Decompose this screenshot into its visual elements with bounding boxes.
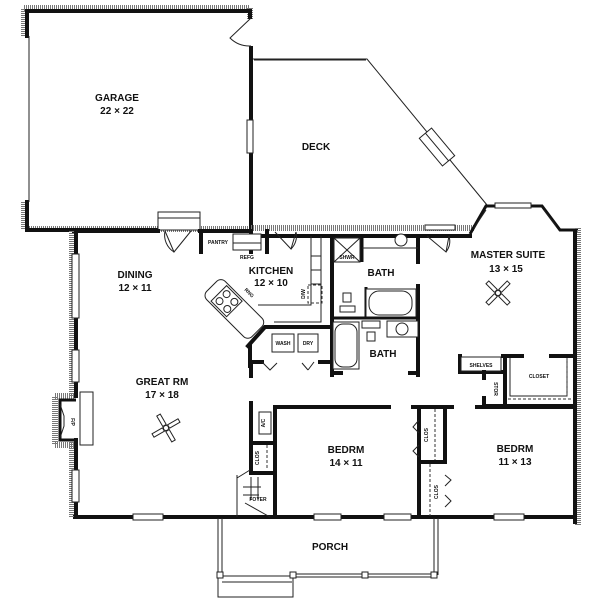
range bbox=[210, 284, 243, 318]
master-deck-door[interactable] bbox=[426, 235, 450, 253]
hall-sink bbox=[395, 322, 409, 336]
kitchen-label: KITCHEN bbox=[249, 266, 293, 277]
porch-post bbox=[430, 571, 438, 579]
kitchen-size: 12 × 10 bbox=[254, 278, 288, 289]
master-closets: SHELVES STOR CLOSET bbox=[458, 354, 577, 408]
dining-size: 12 × 11 bbox=[118, 283, 152, 294]
closet-label: CLOSET bbox=[529, 374, 549, 380]
dishwasher bbox=[307, 284, 323, 304]
bedrm1-size: 14 × 11 bbox=[329, 458, 363, 469]
great-rm-window-bottom bbox=[132, 513, 164, 521]
great-rm-label: GREAT RM bbox=[136, 377, 189, 388]
bedrm1-window-2 bbox=[383, 513, 412, 521]
master-suite-size: 13 × 15 bbox=[489, 264, 523, 275]
pantry-area: PANTRY REFG bbox=[199, 229, 269, 261]
great-rm-size: 17 × 18 bbox=[145, 390, 179, 401]
pantry-label: PANTRY bbox=[208, 240, 229, 246]
bedrm1-label: BEDRM bbox=[328, 445, 365, 456]
bath-window-top bbox=[424, 224, 456, 231]
interior-walls: A/C CLOS FOYER CLOS CLOS bbox=[236, 360, 577, 519]
porch-label: PORCH bbox=[312, 542, 348, 553]
fireplace: F/P bbox=[52, 391, 94, 448]
shwr-label: SHWR bbox=[339, 255, 355, 261]
ceiling-fan-icon bbox=[485, 280, 511, 306]
bath-hall-label: BATH bbox=[369, 349, 396, 360]
bedrm2-label: BEDRM bbox=[497, 444, 534, 455]
shelves-label: SHELVES bbox=[470, 363, 494, 369]
washer bbox=[271, 333, 295, 353]
toilet-tank bbox=[339, 305, 356, 313]
dry-label: DRY bbox=[303, 341, 314, 347]
bath-master: SHWR bbox=[330, 233, 420, 377]
front-door[interactable] bbox=[244, 502, 271, 518]
garage-step bbox=[157, 211, 201, 231]
clos-bed1-label: CLOS bbox=[424, 427, 430, 442]
garage-label: GARAGE bbox=[95, 93, 139, 104]
dryer bbox=[297, 333, 319, 353]
fp-label: F/P bbox=[69, 418, 75, 426]
laundry: WASH DRY bbox=[248, 333, 332, 371]
rng-label: RNG bbox=[243, 287, 255, 299]
hall-toilet-tank bbox=[361, 320, 381, 329]
bath-master-label: BATH bbox=[367, 268, 394, 279]
garage-window bbox=[246, 119, 254, 154]
exterior-walls bbox=[69, 202, 581, 526]
bedrm1-window-1 bbox=[313, 513, 342, 521]
master-suite-label: MASTER SUITE bbox=[471, 250, 546, 261]
ac-unit bbox=[258, 411, 272, 435]
bath-hall bbox=[330, 320, 420, 375]
dining-label: DINING bbox=[118, 270, 153, 281]
bedrm2-size: 11 × 13 bbox=[498, 457, 532, 468]
clos-bed2-label: CLOS bbox=[434, 484, 440, 499]
ceiling-fan-icon bbox=[151, 413, 181, 443]
great-rm-window-1 bbox=[71, 349, 80, 383]
refrigerator bbox=[232, 233, 262, 251]
toilet bbox=[342, 292, 352, 303]
foyer-label: FOYER bbox=[249, 497, 267, 503]
hall-toilet bbox=[366, 331, 376, 342]
deck bbox=[251, 58, 488, 231]
porch-post bbox=[361, 571, 369, 579]
garage bbox=[21, 5, 254, 232]
refg-label: REFG bbox=[240, 255, 254, 261]
porch-post bbox=[289, 571, 297, 579]
bedrm2-window bbox=[493, 513, 525, 521]
dining-window bbox=[71, 253, 80, 319]
shelves bbox=[460, 356, 502, 372]
clos-foyer-label: CLOS bbox=[255, 450, 261, 465]
master-bay-window bbox=[494, 202, 532, 209]
bath-sink bbox=[394, 233, 408, 247]
great-rm-window-2 bbox=[71, 469, 80, 503]
ac-label: A/C bbox=[261, 418, 267, 427]
hearth bbox=[79, 391, 94, 446]
deck-label: DECK bbox=[302, 142, 331, 153]
laundry-door[interactable] bbox=[261, 361, 278, 371]
porch-post bbox=[216, 571, 224, 579]
garage-size: 22 × 22 bbox=[100, 106, 134, 117]
dw-label: D/W bbox=[301, 289, 307, 299]
stor-label: STOR bbox=[492, 382, 498, 396]
porch bbox=[216, 518, 439, 598]
garage-side-door[interactable] bbox=[229, 17, 252, 47]
kitchen: D/W RNG bbox=[204, 236, 332, 349]
dining-garage-door[interactable] bbox=[164, 230, 192, 253]
wash-label: WASH bbox=[276, 341, 291, 347]
